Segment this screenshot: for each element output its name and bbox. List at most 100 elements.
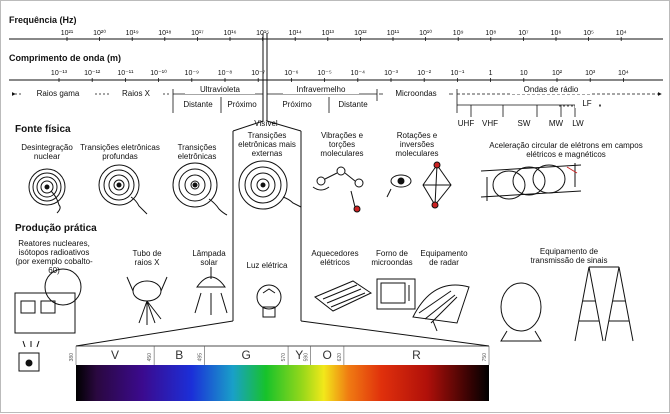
source-rot-label: Rotações e inversões moleculares bbox=[395, 131, 439, 158]
nm-ticks: 380 450 495 570 590 620 750 bbox=[69, 346, 490, 365]
band-lw-label: LW bbox=[572, 119, 584, 128]
band-lf-label: LF bbox=[575, 99, 599, 108]
frequency-tick-label: 10⁵ bbox=[583, 30, 594, 37]
band-uv-far-label: Distante bbox=[183, 100, 213, 109]
frequency-axis-title: Frequência (Hz) bbox=[9, 15, 77, 25]
molecular-vibration-icon bbox=[312, 166, 364, 213]
band-xray-label: Raios X bbox=[109, 89, 163, 98]
visible-funnel bbox=[75, 120, 490, 347]
wavelength-tick-label: 10⁻¹⁰ bbox=[150, 69, 167, 77]
color-letter: B bbox=[175, 348, 183, 362]
frequency-tick-label: 10¹⁸ bbox=[158, 30, 171, 37]
nm-tick-label: 450 bbox=[147, 353, 153, 362]
wavelength-tick-label: 10³ bbox=[585, 70, 596, 77]
frequency-tick-label: 10¹⁴ bbox=[289, 30, 302, 37]
band-sw-label: SW bbox=[517, 119, 531, 128]
sun-lamp-icon bbox=[194, 267, 228, 315]
band-uhf-label: UHF bbox=[457, 119, 475, 128]
frequency-tick-label: 10¹⁹ bbox=[126, 30, 139, 37]
frequency-tick-label: 10⁶ bbox=[551, 30, 562, 37]
production-radar-label: Equipamento de radar bbox=[420, 249, 468, 267]
color-letter: R bbox=[412, 348, 421, 362]
frequency-tick-label: 10⁸ bbox=[485, 30, 496, 37]
production-heater-label: Aquecedores elétricos bbox=[311, 249, 359, 267]
source-vib-label: Vibrações e torções moleculares bbox=[320, 131, 364, 158]
production-radio-tx-label: Equipamento de transmissão de sinais bbox=[530, 247, 608, 265]
production-reactor-label: Reatores nucleares, isótopos radioativos… bbox=[15, 239, 93, 275]
color-letter: Y bbox=[295, 348, 303, 362]
frequency-tick-label: 10⁷ bbox=[518, 30, 529, 37]
wavelength-tick-label: 10⁻⁹ bbox=[185, 70, 199, 77]
electronic-transition-atom-icon bbox=[172, 162, 228, 216]
nm-tick-label: 380 bbox=[69, 353, 75, 362]
frequency-tick-label: 10²¹ bbox=[61, 30, 74, 37]
wavelength-tick-label: 10⁻¹² bbox=[84, 70, 101, 77]
outer-transition-atom-icon bbox=[238, 160, 302, 210]
band-mw-label: MW bbox=[548, 119, 564, 128]
source-deep-label: Transições eletrônicas profundas bbox=[80, 143, 160, 161]
radio-transmitter-icon bbox=[500, 266, 634, 342]
wavelength-tick-label: 10⁻¹ bbox=[450, 70, 464, 77]
band-radio-label: Ondas de rádio bbox=[511, 85, 591, 94]
source-section-title: Fonte física bbox=[15, 124, 71, 135]
microwave-oven-icon bbox=[376, 278, 416, 310]
wavelength-ticks: 10⁻¹³ 10⁻¹² 10⁻¹¹ 10⁻¹⁰ 10⁻⁹ 10⁻⁸ 10⁻⁷ 10⁻⁶ 10⁻⁵… bbox=[51, 69, 629, 82]
band-ir-far-label: Distante bbox=[338, 100, 368, 109]
wavelength-tick-label: 10 bbox=[520, 70, 528, 77]
source-accel-label: Aceleração circular de elétrons em campo… bbox=[489, 141, 643, 159]
frequency-tick-label: 10¹⁰ bbox=[419, 29, 432, 37]
nm-tick-label: 750 bbox=[482, 353, 488, 362]
production-section-title: Produção prática bbox=[15, 223, 97, 234]
reactor-icon bbox=[14, 268, 82, 372]
wavelength-tick-label: 10² bbox=[552, 70, 563, 77]
nm-tick-label: 590 bbox=[303, 353, 309, 362]
band-ir-label: Infravermelho bbox=[283, 85, 359, 94]
wavelength-tick-label: 1 bbox=[489, 70, 493, 77]
electric-heater-icon bbox=[314, 280, 373, 312]
production-sunlamp-label: Lâmpada solar bbox=[192, 249, 226, 267]
wavelength-tick-label: 10⁻² bbox=[417, 70, 431, 77]
band-visible-label: Visível bbox=[254, 119, 278, 128]
wavelength-tick-label: 10⁻¹³ bbox=[51, 70, 68, 77]
band-gamma-label: Raios gama bbox=[23, 89, 93, 98]
source-nuclear-label: Desintegração nuclear bbox=[21, 143, 73, 161]
frequency-tick-label: 10¹¹ bbox=[387, 30, 400, 37]
band-ir-near-label: Próximo bbox=[282, 100, 312, 109]
wavelength-tick-label: 10⁻⁵ bbox=[317, 70, 331, 77]
frequency-tick-label: 10¹³ bbox=[322, 30, 335, 37]
nm-tick-label: 570 bbox=[281, 353, 287, 362]
radar-dish-icon bbox=[412, 284, 470, 332]
deep-transition-atom-icon bbox=[98, 164, 148, 215]
production-xtube-label: Tubo de raios X bbox=[132, 249, 162, 267]
frequency-tick-label: 10⁴ bbox=[616, 30, 627, 37]
molecular-rotation-icon bbox=[386, 161, 452, 209]
production-oven-label: Forno de microondas bbox=[371, 249, 413, 267]
wavelength-axis-title: Comprimento de onda (m) bbox=[9, 53, 121, 63]
wavelength-tick-label: 10⁻⁷ bbox=[251, 70, 265, 77]
color-letter: V bbox=[111, 348, 119, 362]
band-uv-near-label: Próximo bbox=[227, 100, 257, 109]
frequency-tick-label: 10¹² bbox=[354, 30, 367, 37]
frequency-tick-label: 10¹⁶ bbox=[224, 30, 237, 37]
nuclear-atom-icon bbox=[28, 168, 66, 214]
wavelength-tick-label: 10⁻⁴ bbox=[351, 70, 366, 77]
wavelength-tick-label: 10⁻¹¹ bbox=[117, 70, 134, 77]
band-microwave-label: Microondas bbox=[383, 89, 449, 98]
wavelength-tick-label: 10⁻⁶ bbox=[284, 70, 298, 77]
production-light-label: Luz elétrica bbox=[246, 261, 288, 270]
light-bulb-icon bbox=[256, 284, 282, 318]
wavelength-tick-label: 10⁻⁸ bbox=[218, 70, 232, 77]
band-vhf-label: VHF bbox=[482, 119, 498, 128]
color-letter: O bbox=[322, 348, 331, 362]
wavelength-tick-label: 10⁻³ bbox=[384, 70, 398, 77]
band-uv-label: Ultravioleta bbox=[185, 85, 255, 94]
nm-tick-label: 620 bbox=[337, 353, 343, 362]
frequency-tick-label: 10⁹ bbox=[453, 30, 464, 37]
color-spectrum-bar bbox=[76, 365, 489, 401]
nm-tick-label: 495 bbox=[197, 353, 203, 362]
wavelength-tick-label: 10⁴ bbox=[618, 70, 629, 77]
source-elec-label: Transições eletrônicas bbox=[177, 143, 217, 161]
xray-tube-icon bbox=[126, 276, 168, 325]
